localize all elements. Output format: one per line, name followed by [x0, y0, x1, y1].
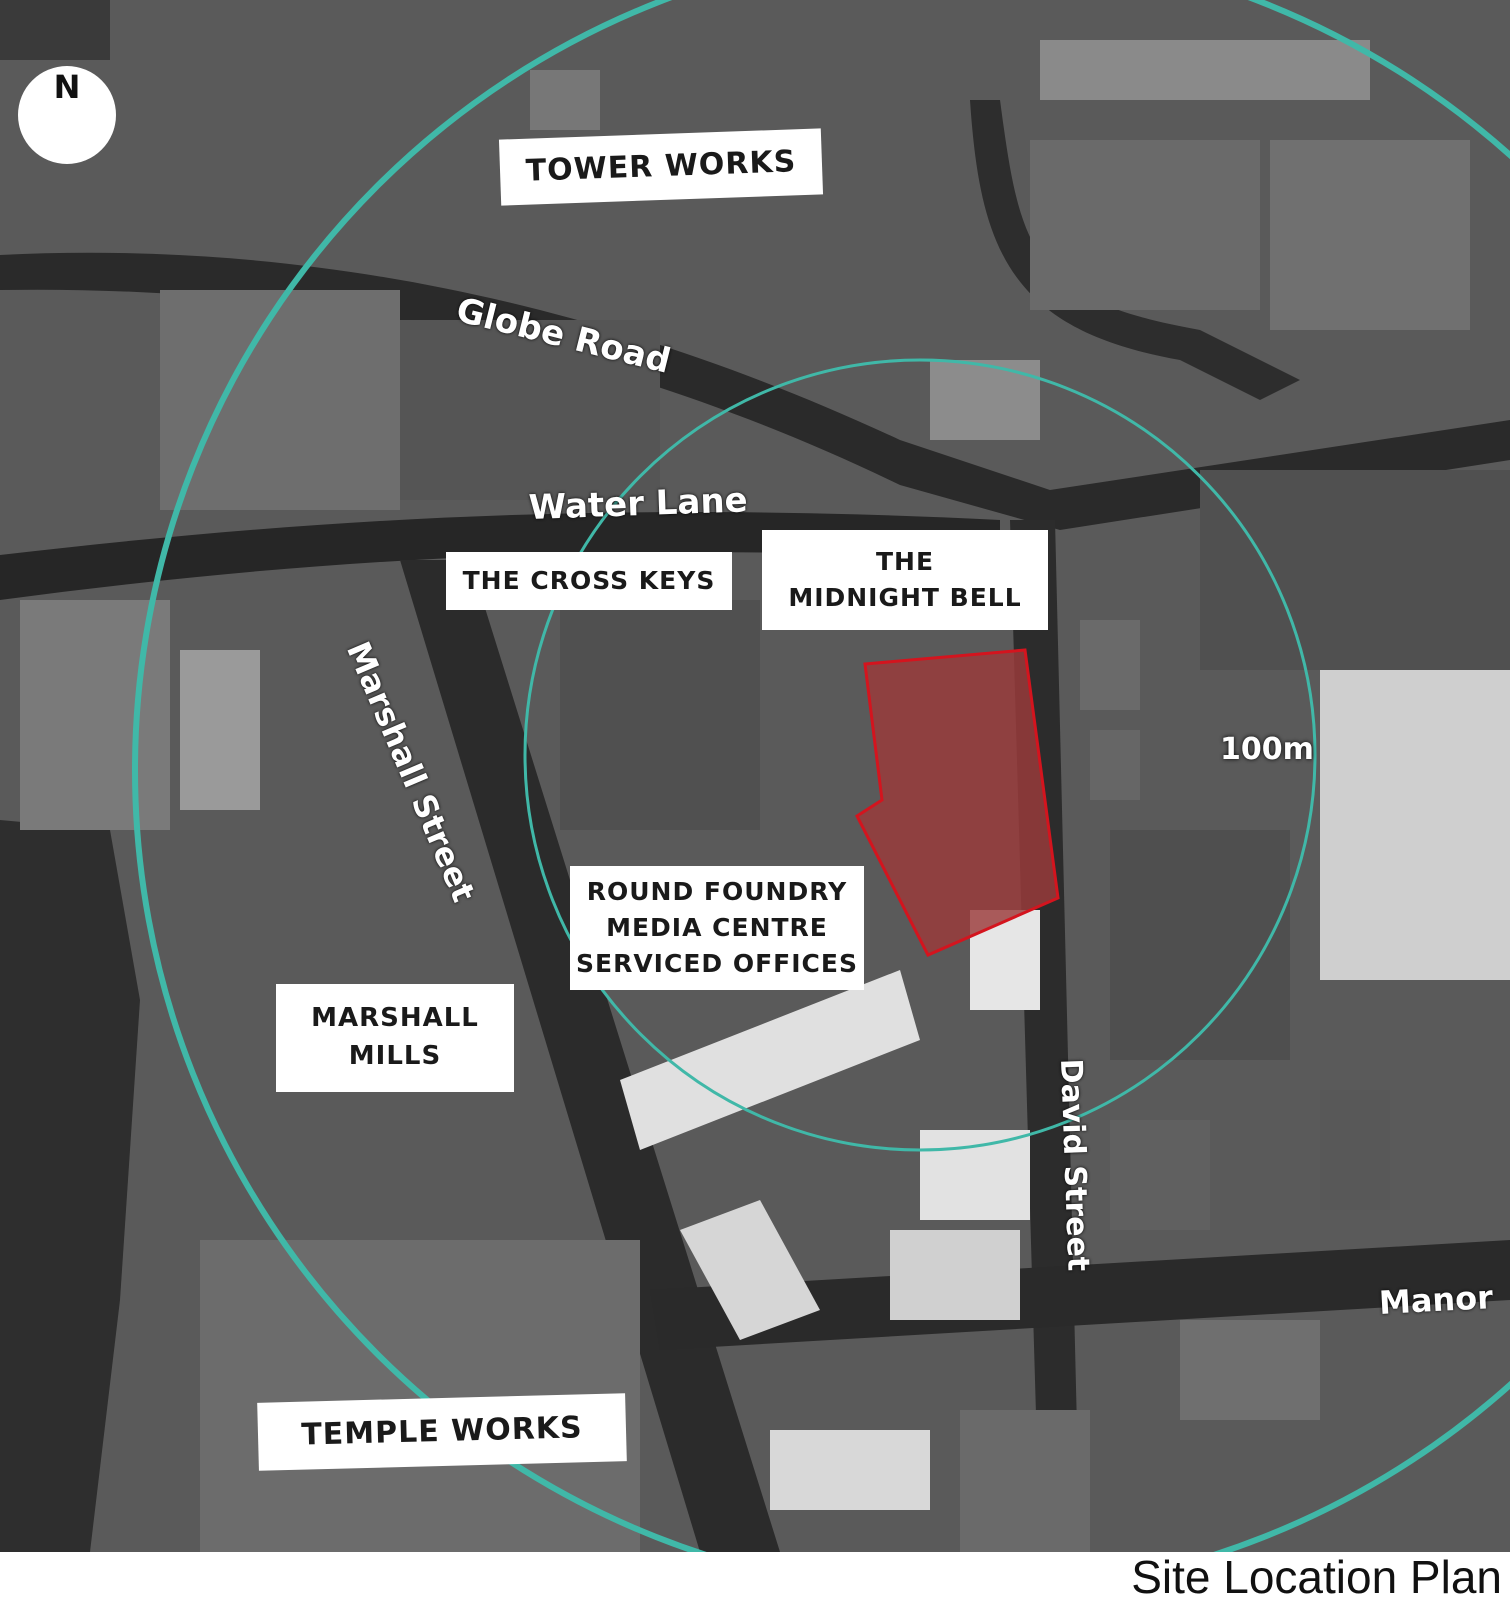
label-temple-works: TEMPLE WORKS — [257, 1393, 627, 1471]
building — [1040, 40, 1370, 100]
outer-radius-ring — [132, 0, 1510, 1552]
street-manor: Manor — [1378, 1278, 1494, 1322]
label-marshall-mills: MARSHALL MILLS — [276, 984, 514, 1092]
site-boundary — [855, 648, 1060, 957]
building — [530, 70, 600, 130]
building — [680, 1200, 820, 1340]
north-arrow: N — [18, 66, 116, 164]
building — [1090, 730, 1140, 800]
radius-label: 100m — [1220, 732, 1314, 767]
building — [920, 1130, 1030, 1220]
label-tower-works: TOWER WORKS — [498, 128, 824, 206]
label-midnight-bell: THE MIDNIGHT BELL — [762, 530, 1048, 630]
car-park — [400, 320, 660, 500]
building — [1110, 1120, 1210, 1230]
label-text: TEMPLE WORKS — [300, 1410, 584, 1453]
building — [770, 1430, 930, 1510]
building — [1030, 140, 1260, 310]
building — [1080, 620, 1140, 710]
label-text: THE — [875, 546, 935, 576]
building — [890, 1230, 1020, 1320]
label-round-foundry: ROUND FOUNDRY MEDIA CENTRE SERVICED OFFI… — [570, 866, 864, 990]
label-text: MEDIA CENTRE — [606, 912, 828, 942]
water-lane-area — [0, 512, 1000, 600]
label-text: MIDNIGHT BELL — [788, 583, 1022, 612]
building — [160, 290, 400, 510]
street-water-lane: Water Lane — [528, 480, 749, 528]
building — [560, 600, 760, 830]
vegetation-area — [0, 820, 140, 1552]
label-text: SERVICED OFFICES — [575, 949, 858, 979]
label-text: TOWER WORKS — [525, 144, 797, 189]
building — [1320, 1090, 1390, 1210]
label-text: ROUND FOUNDRY — [586, 876, 848, 906]
building — [180, 650, 260, 810]
aerial-map: N TOWER WORKS THE CROSS KEYS THE MIDNIGH… — [0, 0, 1510, 1552]
building — [1270, 140, 1470, 330]
label-cross-keys: THE CROSS KEYS — [446, 552, 732, 610]
building — [1180, 1320, 1320, 1420]
map-graphics — [0, 0, 1510, 1552]
map-caption: Site Location Plan — [1131, 1551, 1502, 1603]
north-label: N — [53, 68, 81, 106]
rail-yard — [0, 0, 110, 60]
building — [960, 1410, 1090, 1552]
label-text: THE CROSS KEYS — [462, 565, 716, 595]
inner-radius-ring — [523, 358, 1317, 1152]
label-text: MARSHALL — [311, 1003, 479, 1034]
building — [620, 970, 920, 1150]
car-park — [1200, 470, 1510, 670]
label-text: MILLS — [348, 1041, 442, 1071]
building — [930, 360, 1040, 440]
street-david-street: David Street — [1053, 1058, 1096, 1272]
globe-road-area — [0, 252, 1510, 530]
building — [1320, 660, 1510, 980]
car-park — [1110, 830, 1290, 1060]
manor-road-area — [650, 1240, 1510, 1350]
